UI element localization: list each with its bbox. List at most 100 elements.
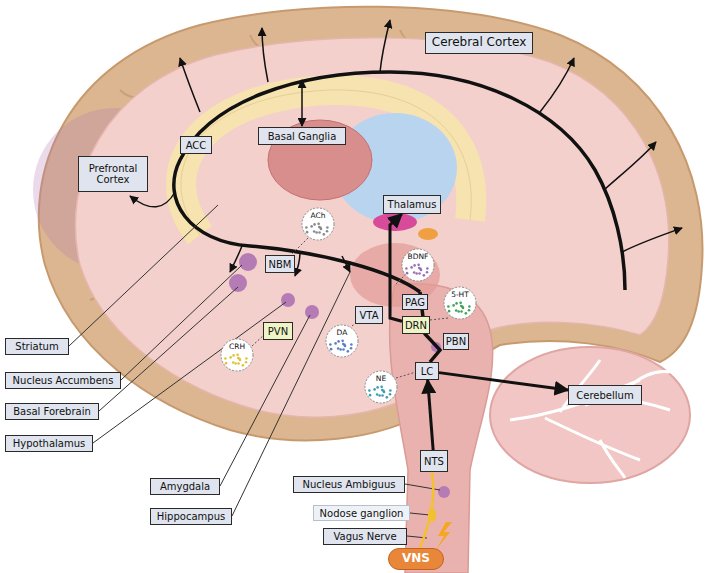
nodose-ganglion-shape — [428, 508, 436, 522]
transmitter-dot — [224, 357, 227, 360]
projection-arrow — [295, 252, 300, 276]
region-label: PBN — [443, 333, 469, 350]
region-label: NTS — [420, 450, 448, 472]
transmitter-dot — [423, 274, 426, 277]
region-label: Basal Forebrain — [5, 403, 99, 420]
region-label: PAG — [402, 294, 428, 310]
transmitter-dot — [329, 343, 332, 346]
transmitter-dot — [337, 340, 340, 343]
transmitter-dot — [389, 393, 392, 396]
node-text: Nodose ganglion — [320, 508, 404, 519]
region-label: VTA — [355, 306, 383, 324]
circle-border — [444, 287, 476, 319]
node-text: Striatum — [15, 341, 58, 352]
leader-line — [93, 302, 286, 443]
region-label: Cerebral Cortex — [425, 32, 533, 54]
node-text: Prefrontal Cortex — [79, 163, 147, 185]
nucleus-dot — [438, 486, 450, 498]
cerebellum-shape — [490, 347, 690, 483]
dotted-link — [430, 318, 448, 320]
transmitter-dot — [232, 354, 235, 357]
node-text: NTS — [424, 456, 444, 467]
transmitter-dot — [468, 309, 471, 312]
nucleus-label: DRN — [402, 316, 430, 334]
nucleus-dot — [239, 253, 257, 271]
transmitter-dot — [318, 231, 321, 234]
transmitter-dot — [452, 304, 455, 307]
transmitter-circle: CRH — [220, 338, 254, 372]
region-label: ACC — [180, 136, 212, 154]
stimulation-bolt — [436, 522, 452, 550]
nucleus-dot — [305, 305, 319, 319]
basal-ganglia-shape — [268, 120, 372, 200]
transmitter-dot — [468, 305, 471, 308]
transmitter-dot — [313, 223, 316, 226]
transmitter-circle: ACh — [301, 207, 335, 241]
leader-line — [405, 484, 440, 490]
transmitter-dot — [326, 230, 329, 233]
transmitter-dot — [386, 396, 389, 399]
transmitter-dot — [315, 231, 318, 234]
circle-border — [221, 339, 253, 371]
region-label: Basal Ganglia — [258, 127, 346, 145]
transmitter-circle: 5-HT — [443, 286, 477, 320]
transmitter-dot — [342, 348, 345, 351]
transmitter-dot — [326, 226, 329, 229]
transmitter-dot — [232, 361, 235, 364]
transmitter-circle: BDNF — [401, 248, 435, 282]
region-label: Amygdala — [150, 478, 220, 495]
node-text: NE — [376, 375, 386, 383]
transmitter-dot — [234, 362, 237, 365]
transmitter-dot — [381, 389, 384, 392]
leader-line — [99, 287, 238, 411]
transmitter-dot — [350, 347, 353, 350]
node-text: NBM — [269, 259, 292, 270]
projection-arrow — [342, 256, 350, 272]
projection-arrow — [180, 58, 200, 112]
projection-arrow — [262, 28, 268, 82]
transmitter-dot — [337, 347, 340, 350]
transmitter-dot — [376, 386, 379, 389]
node-text: DRN — [405, 320, 427, 331]
transmitter-dot — [229, 356, 232, 359]
transmitter-dot — [306, 231, 309, 234]
transmitter-dot — [341, 340, 344, 343]
transmitter-dot — [460, 305, 463, 308]
transmitter-dot — [460, 310, 463, 313]
pathway-arrow — [390, 214, 402, 321]
projection-arrow — [230, 246, 242, 272]
transmitter-dot — [323, 233, 326, 236]
node-text: 5-HT — [451, 291, 469, 299]
transmitter-dot — [368, 389, 371, 392]
transmitter-dot — [310, 225, 313, 228]
transmitter-dot — [350, 343, 353, 346]
node-text: ACh — [311, 212, 326, 220]
node-text: VNS — [402, 552, 430, 565]
transmitter-dot — [459, 302, 462, 305]
projection-arrow — [301, 80, 303, 126]
node-text: Basal Ganglia — [268, 131, 337, 142]
transmitter-dot — [406, 272, 409, 275]
projection-arrows — [130, 20, 682, 276]
projection-pathway — [174, 72, 625, 292]
region-label: Cerebellum — [568, 385, 642, 405]
transmitter-dot — [342, 343, 345, 346]
stimulation-badge: VNS — [388, 548, 444, 570]
transmitter-dot — [457, 310, 460, 313]
region-label: Nodose ganglion — [313, 505, 410, 521]
transmitter-dot — [376, 393, 379, 396]
transmitter-dot — [405, 267, 408, 270]
node-text: Hippocampus — [157, 511, 225, 522]
transmitter-links — [252, 238, 448, 378]
nucleus-dot — [281, 293, 295, 307]
region-label: Hippocampus — [150, 508, 232, 525]
node-text: Cerebral Cortex — [432, 36, 527, 49]
transmitter-dot — [418, 267, 421, 270]
circle-border — [365, 371, 397, 403]
transmitter-dot — [318, 226, 321, 229]
node-text: Thalamus — [388, 199, 437, 210]
transmitter-dot — [305, 226, 308, 229]
node-text: DA — [337, 329, 348, 337]
